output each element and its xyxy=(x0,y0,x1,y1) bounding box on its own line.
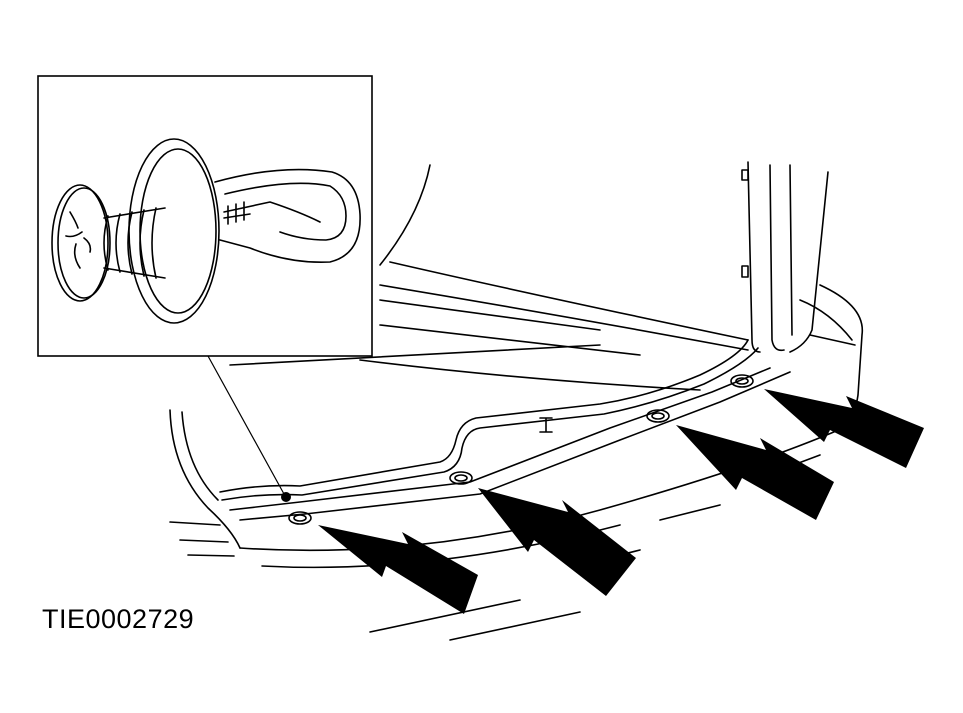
fastener-hole-2 xyxy=(449,471,473,485)
detail-leader-dot xyxy=(281,492,291,502)
detail-leader-line xyxy=(207,355,285,495)
fastener-hole-1 xyxy=(288,511,312,525)
trim-clip xyxy=(51,138,361,324)
callout-arrow-2 xyxy=(478,488,636,596)
fastener-hole-4 xyxy=(730,374,754,388)
fastener-holes xyxy=(288,374,754,525)
fastener-hole-3 xyxy=(646,409,670,423)
callout-arrow-4 xyxy=(764,389,924,468)
detail-inset xyxy=(37,75,373,357)
callout-arrows xyxy=(318,389,924,614)
sill-trim-strip xyxy=(219,339,791,521)
callout-arrow-3 xyxy=(676,425,834,520)
strip-bracket xyxy=(539,417,553,433)
callout-arrow-1 xyxy=(318,525,478,614)
reference-code: TIE0002729 xyxy=(42,604,195,634)
rear-pillar xyxy=(741,161,829,353)
body-contour xyxy=(229,164,749,391)
